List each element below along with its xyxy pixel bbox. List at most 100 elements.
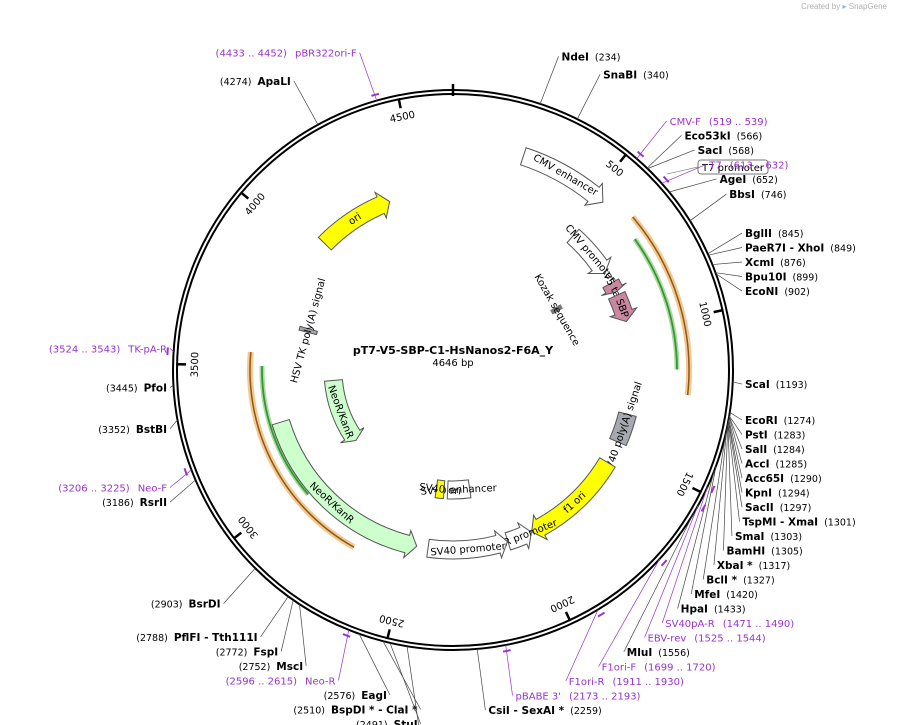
site-bglii[interactable]: BglII(845)	[707, 228, 804, 255]
primer-range: (3524 .. 3543)	[49, 344, 121, 355]
primer-tk-pa-r[interactable]: (3524 .. 3543)TK-pA-R	[49, 344, 174, 355]
site-position: (1284)	[773, 445, 805, 456]
site-ndei[interactable]: NdeI(234)	[539, 51, 620, 105]
site-bamhi[interactable]: BamHI(1305)	[723, 423, 803, 558]
leader-line	[669, 178, 717, 193]
site-rsrii[interactable]: (3186)RsrII	[102, 479, 196, 509]
site-fspi[interactable]: (2772)FspI	[216, 599, 294, 658]
feature-sv40-poly-a-signal[interactable]: SV40 poly(A) signal	[603, 381, 645, 477]
site-xcmi[interactable]: XcmI(876)	[712, 257, 806, 269]
site-econi[interactable]: EcoNI(902)	[715, 273, 810, 298]
leader-line	[708, 247, 743, 256]
site-pflfi-tth111i[interactable]: (2788)PflFI - Tth111I	[136, 596, 289, 644]
site-label: XcmI(876)	[745, 257, 806, 269]
plasmid-backbone	[172, 84, 734, 651]
site-eagi[interactable]: (2576)EagI	[324, 633, 391, 702]
site-acci[interactable]: AccI(1285)	[728, 416, 807, 471]
site-scai[interactable]: ScaI(1193)	[732, 379, 808, 391]
primer-arrow	[342, 633, 351, 638]
feature-sv40-promoter[interactable]: SV40 promoter	[426, 529, 508, 560]
primer-label: (2596 .. 2615)Neo-R	[226, 676, 336, 687]
site-snabi[interactable]: SnaBI(340)	[576, 69, 669, 120]
site-name: AccI	[745, 459, 769, 471]
site-smai[interactable]: SmaI(1303)	[727, 423, 802, 543]
credit-prefix: Created by	[801, 2, 841, 11]
feature-shape	[271, 418, 418, 560]
leader-line	[728, 419, 743, 493]
site-stui[interactable]: (2491)StuI	[356, 642, 421, 725]
site-name: PaeR7I - XhoI	[745, 243, 824, 255]
site-saci[interactable]: SacI(568)	[647, 145, 754, 169]
site-name: MfeI	[694, 589, 720, 601]
feature-t7-promoter[interactable]: T7 promoter	[666, 159, 769, 175]
feature-shape	[566, 228, 612, 275]
site-bstbi[interactable]: (3352)BstBI	[98, 419, 178, 436]
primer-neo-r[interactable]: (2596 .. 2615)Neo-R	[226, 629, 351, 687]
site-bbsi[interactable]: BbsI(746)	[689, 189, 787, 222]
site-mfei[interactable]: MfeI(1420)	[690, 465, 758, 601]
feature-neor-kanr[interactable]: NeoR/KanR	[323, 379, 365, 444]
feature-kozak-sequence[interactable]: Kozak sequence	[532, 273, 582, 348]
site-agei[interactable]: AgeI(652)	[669, 174, 778, 193]
site-xbai[interactable]: XbaI *(1317)	[713, 428, 790, 572]
site-sfii[interactable]: (2445)SfiI	[361, 646, 421, 725]
primer-arrow	[662, 175, 670, 183]
tick-label: 2500	[378, 612, 405, 629]
primer-f1ori-r[interactable]: F1ori-R(1911 .. 1930)	[565, 609, 684, 688]
site-apali[interactable]: (4274)ApaLI	[220, 76, 319, 125]
site-bpu10i[interactable]: Bpu10I(899)	[715, 272, 819, 284]
site-label: KpnI(1294)	[745, 488, 810, 500]
site-hpai[interactable]: HpaI(1433)	[677, 470, 746, 616]
primer-cmv-f[interactable]: CMV-F(519 .. 539)	[636, 117, 768, 159]
primer-pbabe-3[interactable]: pBABE 3'(2173 .. 2193)	[502, 644, 641, 703]
site-paer7i-xhoi[interactable]: PaeR7I - XhoI(849)	[708, 243, 856, 256]
feature-shape	[323, 379, 365, 444]
site-eco53ki[interactable]: Eco53kI(566)	[646, 130, 762, 169]
site-position: (1294)	[778, 489, 810, 500]
primer-neo-f[interactable]: (3206 .. 3225)Neo-F	[58, 467, 192, 495]
primer-pbr322ori-f[interactable]: (4433 .. 4452)pBR322ori-F	[216, 48, 380, 101]
primer-f1ori-f[interactable]: F1ori-F(1699 .. 1720)	[598, 558, 716, 674]
site-bcli[interactable]: BclI *(1327)	[702, 432, 775, 587]
primer-name: Neo-F	[138, 484, 168, 495]
site-position: (2788)	[136, 633, 168, 644]
site-name: BstBI	[136, 424, 167, 436]
feature-hsv-tk-poly-a-signal[interactable]: HSV TK poly(A) signal	[289, 277, 328, 384]
site-acc65i[interactable]: Acc65I(1290)	[728, 418, 822, 485]
site-name: BbsI	[729, 189, 755, 201]
leader-line	[644, 505, 699, 638]
site-ecori[interactable]: EcoRI(1274)	[729, 412, 815, 427]
leader-line	[598, 558, 660, 667]
site-sali[interactable]: SalI(1284)	[728, 416, 805, 456]
site-kpni[interactable]: KpnI(1294)	[728, 419, 810, 500]
primer-name: pBABE 3'	[516, 692, 562, 703]
feature-sv40-ori[interactable]: SV40 ori	[419, 479, 462, 500]
site-label: (2772)FspI	[216, 646, 278, 658]
site-tspmi-xmai[interactable]: TspMI - XmaI(1301)	[727, 422, 856, 529]
tick-label: 4000	[243, 191, 268, 218]
site-msci[interactable]: (2752)MscI	[239, 604, 307, 673]
site-position: (899)	[793, 273, 819, 284]
site-csii-sexai[interactable]: CsiI - SexAI *(2259)	[476, 648, 602, 717]
site-name: BamHI	[726, 546, 765, 558]
primer-sv40pa-r[interactable]: SV40pA-R(1471 .. 1490)	[661, 485, 794, 630]
site-mlui[interactable]: MluI(1556)	[623, 512, 695, 659]
site-bsrdi[interactable]: (2903)BsrDI	[151, 567, 256, 611]
site-position: (1303)	[770, 532, 802, 543]
site-name: HpaI	[681, 604, 708, 616]
feature-cmv-enhancer[interactable]: CMV enhancer	[519, 147, 604, 206]
primer-name: SV40pA-R	[665, 619, 714, 630]
feature-sbp[interactable]: SBP	[607, 290, 639, 323]
site-name: EcoRI	[745, 415, 778, 427]
primer-ebv-rev[interactable]: EBV-rev(1525 .. 1544)	[644, 504, 766, 645]
site-psti[interactable]: PstI(1283)	[728, 415, 805, 442]
site-sacii[interactable]: SacII(1297)	[727, 420, 811, 514]
leader-line	[169, 348, 174, 352]
tick-mark	[232, 531, 243, 540]
site-pfoi[interactable]: (3445)PfoI	[106, 383, 174, 395]
primer-t7[interactable]: T7(613 .. 632)	[661, 160, 789, 184]
orf-inner-outline	[632, 237, 680, 370]
primer-name: pBR322ori-F	[295, 48, 357, 59]
feature-ori[interactable]: ori	[317, 191, 391, 251]
leader-line	[661, 486, 708, 624]
